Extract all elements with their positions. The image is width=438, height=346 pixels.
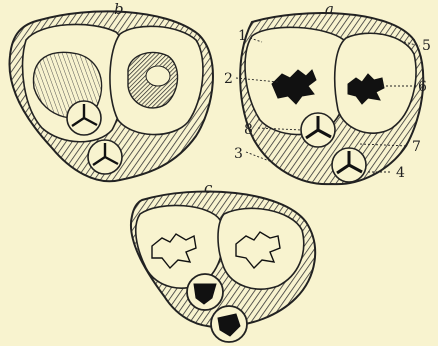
callout-2: 2 <box>224 71 233 87</box>
panel-b-right-valve-cusp <box>146 66 170 86</box>
callout-7: 7 <box>412 139 421 155</box>
panel-c-right-chamber <box>218 208 304 289</box>
panel-a-label: a <box>325 0 334 18</box>
panel-b-label: b <box>114 0 124 18</box>
panel-c <box>131 191 315 342</box>
callout-8: 8 <box>244 122 253 138</box>
panel-c-label: c <box>204 179 213 197</box>
panel-a <box>236 13 423 184</box>
callout-5: 5 <box>422 38 431 54</box>
panel-b <box>9 11 212 181</box>
callout-1: 1 <box>238 28 247 44</box>
callout-4: 4 <box>396 165 405 181</box>
callout-6: 6 <box>418 79 427 95</box>
callout-3: 3 <box>234 146 243 162</box>
